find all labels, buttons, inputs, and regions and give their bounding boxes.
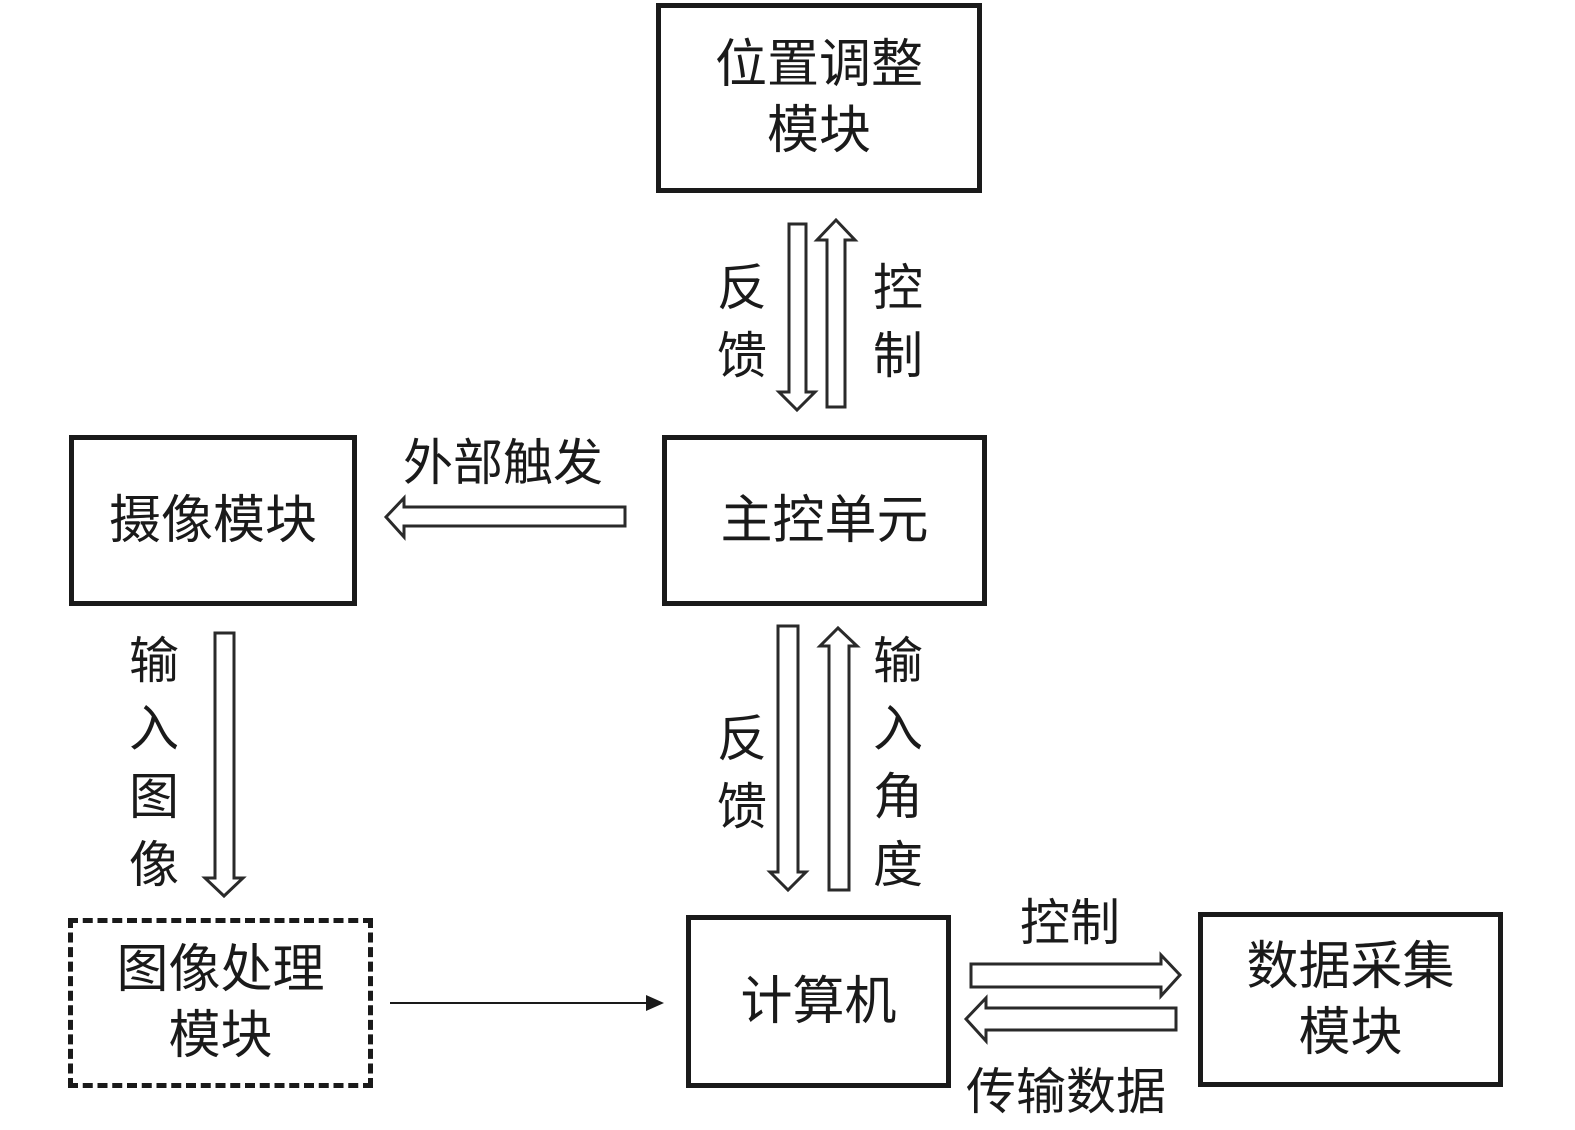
label-feedback-top: 反 馈 [712, 254, 772, 390]
arrow-external-trigger [383, 494, 627, 541]
node-main-control-unit: 主控单元 [662, 435, 987, 606]
arrow-input-image [201, 631, 247, 899]
node-label-line: 计算机 [740, 971, 897, 1032]
label-external-trigger: 外部触发 [403, 434, 603, 492]
arrow-control-to-data-acquisition [969, 951, 1183, 1000]
label-control-top: 控 制 [868, 254, 928, 390]
label-control-data: 控制 [1020, 894, 1120, 952]
label-char: 输 [873, 632, 923, 690]
label-char: 制 [873, 327, 923, 385]
label-input-image: 输 入 图 像 [124, 627, 184, 899]
arrow-feedback-to-computer [766, 624, 810, 893]
node-label-line: 摄像模块 [108, 490, 317, 551]
label-char: 像 [129, 836, 179, 894]
arrowhead-icon [646, 995, 664, 1011]
label-input-angle: 输 入 角 度 [868, 627, 928, 899]
node-label-line: 模块 [766, 101, 871, 161]
arrow-transfer-data [963, 994, 1178, 1045]
label-feedback-bottom: 反 馈 [712, 705, 772, 841]
label-char: 入 [129, 700, 179, 758]
label-char: 控 [873, 259, 923, 317]
node-position-adjust-module: 位置调整 模块 [656, 3, 982, 193]
node-label-line: 图像处理 [116, 940, 325, 1000]
label-char: 入 [873, 700, 923, 758]
node-image-processing-module: 图像处理 模块 [68, 918, 373, 1088]
node-label-line: 位置调整 [714, 35, 923, 95]
label-char: 馈 [717, 327, 767, 385]
node-label-line: 模块 [168, 1006, 273, 1066]
label-char: 馈 [717, 778, 767, 836]
node-label-line: 数据采集 [1246, 936, 1455, 997]
node-label-line: 模块 [1298, 1002, 1403, 1063]
node-camera-module: 摄像模块 [69, 435, 357, 606]
arrow-feedback-to-main-control [775, 222, 819, 413]
label-char: 度 [873, 836, 923, 894]
arrow-control-to-position-adjust [813, 217, 859, 409]
label-char: 反 [717, 259, 767, 317]
node-computer: 计算机 [686, 915, 951, 1088]
node-label-line: 主控单元 [720, 490, 929, 551]
label-char: 图 [129, 768, 179, 826]
label-char: 反 [717, 710, 767, 768]
label-char: 输 [129, 632, 179, 690]
node-data-acquisition-module: 数据采集 模块 [1198, 912, 1503, 1087]
label-char: 角 [873, 768, 923, 826]
label-transfer-data: 传输数据 [966, 1063, 1166, 1121]
arrow-input-angle [816, 625, 861, 892]
